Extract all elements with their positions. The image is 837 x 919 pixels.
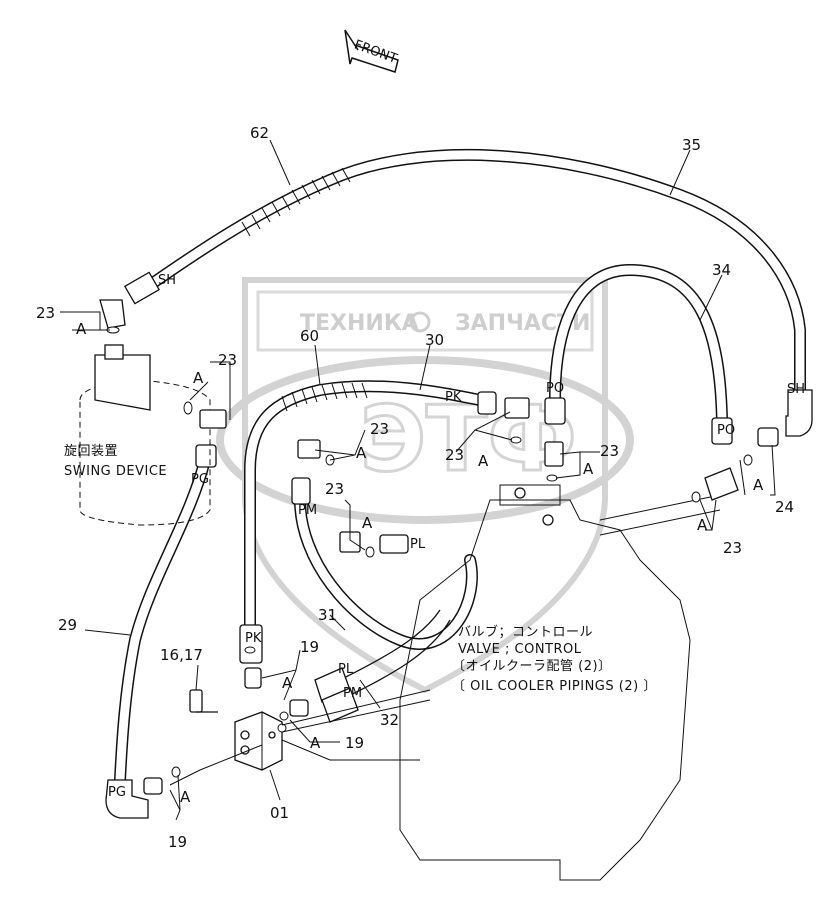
fitting-pk-bottom bbox=[239, 624, 263, 664]
callout-19-b: 19 bbox=[345, 734, 364, 752]
fitting-19-mid bbox=[289, 699, 309, 717]
callout-62: 62 bbox=[250, 124, 269, 142]
callout-60: 60 bbox=[300, 327, 319, 345]
a-labels: A A A A A A A A A A A bbox=[76, 320, 764, 806]
elbow-23-left bbox=[199, 409, 227, 429]
callout-01: 01 bbox=[270, 804, 289, 822]
label-a: A bbox=[193, 369, 204, 387]
fitting-po-right bbox=[711, 417, 733, 445]
port-pl-bottom: PL bbox=[338, 662, 354, 677]
elbow-pg-bottom bbox=[105, 779, 149, 819]
callout-23-g: 23 bbox=[723, 539, 742, 557]
port-pg-top: PG bbox=[191, 472, 209, 487]
callout-23-c: 23 bbox=[370, 420, 389, 438]
fitting-19-top bbox=[244, 667, 262, 689]
port-sh-right: SH bbox=[787, 382, 805, 397]
note-valve-jp: バルブ；コントロール bbox=[458, 624, 593, 640]
label-a: A bbox=[180, 788, 191, 806]
callout-23-a: 23 bbox=[36, 304, 55, 322]
port-po-right: PO bbox=[717, 423, 735, 438]
port-pl-top: PL bbox=[410, 537, 426, 552]
callout-23-d: 23 bbox=[445, 446, 464, 464]
fitting-po-left bbox=[544, 397, 566, 425]
callout-23-b: 23 bbox=[218, 351, 237, 369]
fitting-sh-left bbox=[123, 271, 161, 305]
watermark-left-text: ТЕХНИКА bbox=[300, 311, 419, 336]
callout-23-f: 23 bbox=[325, 480, 344, 498]
elbow-sh-right bbox=[785, 389, 813, 437]
callout-31: 31 bbox=[318, 606, 337, 624]
hose-34 bbox=[549, 263, 728, 426]
callout-19-a: 19 bbox=[300, 638, 319, 656]
note-oil-cooler-jp: 〔オイルクーラ配管 (2)〕 bbox=[452, 659, 612, 674]
fitting-pk-top bbox=[477, 391, 497, 415]
hose-29 bbox=[114, 454, 211, 786]
port-po-left: PO bbox=[546, 381, 564, 396]
label-a: A bbox=[310, 734, 321, 752]
fitting-pm-top bbox=[291, 477, 311, 505]
hose-60-30 bbox=[244, 380, 486, 636]
port-sh-left: SH bbox=[158, 273, 176, 288]
hose-62-35 bbox=[134, 149, 806, 396]
label-a: A bbox=[478, 452, 489, 470]
label-a: A bbox=[583, 460, 594, 478]
callout-30: 30 bbox=[425, 331, 444, 349]
port-pm-bottom: PM bbox=[343, 686, 362, 701]
label-a: A bbox=[753, 476, 764, 494]
swing-device bbox=[79, 299, 211, 526]
fitting-pg-top bbox=[195, 444, 217, 468]
port-pm-top: PM bbox=[298, 503, 317, 518]
port-labels: SH SH PK PK PO PO PG PG PM PM PL PL bbox=[108, 273, 805, 800]
leader-lines bbox=[60, 139, 776, 821]
callout-16-17: 16,17 bbox=[160, 646, 203, 664]
callout-34: 34 bbox=[712, 261, 731, 279]
callout-32: 32 bbox=[380, 711, 399, 729]
label-a: A bbox=[362, 514, 373, 532]
label-a: A bbox=[282, 674, 293, 692]
callout-19-c: 19 bbox=[168, 833, 187, 851]
elbow-23-mid bbox=[297, 439, 321, 459]
bolt-16-17 bbox=[189, 689, 203, 713]
callout-23-e: 23 bbox=[600, 442, 619, 460]
note-swing-device-jp: 旋回装置 bbox=[64, 444, 118, 459]
note-oil-cooler-en: 〔 OIL COOLER PIPINGS (2) 〕 bbox=[452, 679, 657, 694]
label-a: A bbox=[356, 444, 367, 462]
hose-31-32 bbox=[294, 494, 478, 706]
elbow-23-pk bbox=[504, 397, 530, 419]
callout-35: 35 bbox=[682, 136, 701, 154]
gear-icon bbox=[409, 311, 431, 333]
fitting-pl-top bbox=[379, 534, 409, 554]
callout-29: 29 bbox=[58, 616, 77, 634]
callout-24: 24 bbox=[775, 498, 794, 516]
elbow-23-right bbox=[704, 467, 739, 501]
port-pk-bottom: PK bbox=[245, 631, 262, 646]
front-arrow: FRONT bbox=[344, 29, 399, 73]
port-pk-top: PK bbox=[445, 390, 462, 405]
label-a: A bbox=[76, 320, 87, 338]
note-valve-en: VALVE ; CONTROL bbox=[458, 642, 582, 657]
label-a: A bbox=[697, 516, 708, 534]
fitting-19-bottom bbox=[143, 777, 163, 795]
note-swing-device-en: SWING DEVICE bbox=[64, 464, 167, 479]
block-01 bbox=[234, 711, 283, 771]
port-pg-bottom: PG bbox=[108, 785, 126, 800]
fitting-24 bbox=[757, 427, 779, 447]
